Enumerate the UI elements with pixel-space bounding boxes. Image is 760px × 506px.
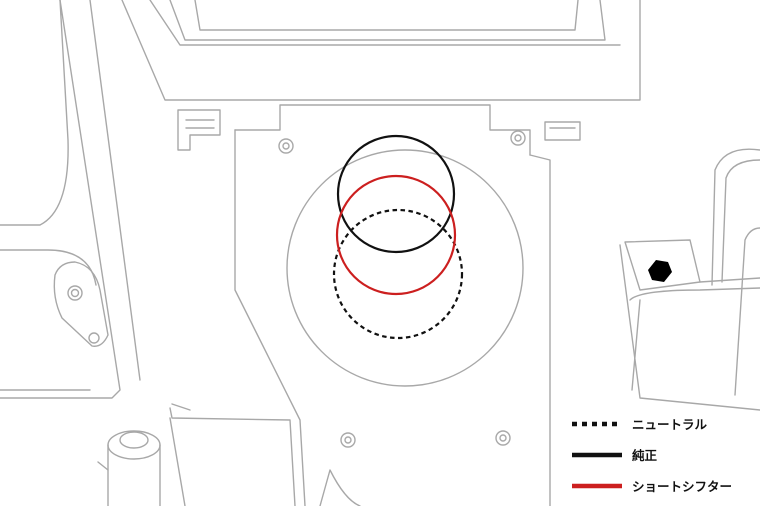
- screw-top-right: [510, 130, 526, 146]
- right-seat-back: [734, 227, 760, 396]
- console-top-inner-edge: [149, 0, 621, 46]
- plate-top-edge: [234, 104, 531, 156]
- right-seat-cushion: [629, 287, 760, 301]
- boot-ring: [286, 149, 524, 387]
- clip-left: [177, 109, 221, 151]
- legend: ニュートラル 純正 ショートシフター: [572, 408, 754, 501]
- right-seat-side: [711, 148, 760, 286]
- legend-swatch-stock: [572, 450, 622, 460]
- left-bracket-bolt-outer: [67, 285, 83, 301]
- cylinder-flange: [97, 461, 109, 471]
- screw-bottom-right-center: [499, 434, 507, 442]
- cylinder-cap: [119, 431, 149, 449]
- screw-top-left: [278, 138, 294, 154]
- console-top-inner-edge-3: [194, 0, 579, 31]
- legend-item-short-shifter: ショートシフター: [572, 470, 754, 501]
- left-inner-edge: [89, 0, 141, 381]
- plate-bottom-lip: [319, 469, 361, 506]
- plate-left-edge: [234, 129, 306, 506]
- left-bracket-pin: [88, 332, 100, 344]
- left-panel-edge: [0, 0, 121, 399]
- screw-top-right-center: [514, 134, 522, 142]
- left-seat-edge: [0, 0, 69, 226]
- neutral-position-circle: [332, 208, 464, 340]
- legend-label-stock: 純正: [632, 448, 658, 463]
- legend-item-stock: 純正: [572, 439, 754, 470]
- screw-bottom-left: [340, 432, 356, 448]
- legend-item-neutral: ニュートラル: [572, 408, 754, 439]
- console-top-frame: [121, 0, 641, 101]
- right-rail-edge: [619, 244, 760, 411]
- short-shifter-position-circle: [335, 174, 457, 296]
- lower-bracket-tab: [171, 403, 191, 411]
- clip-right: [544, 121, 581, 141]
- cylinder-top: [107, 430, 161, 460]
- plate-right-edge: [529, 154, 551, 506]
- left-bracket-bolt-inner: [70, 288, 80, 298]
- console-top-inner-edge-2: [169, 0, 606, 41]
- right-seat-side-inner: [721, 159, 760, 283]
- legend-swatch-neutral: [572, 419, 622, 429]
- legend-label-short-shifter: ショートシフター: [632, 479, 733, 494]
- right-seat-front: [699, 277, 760, 283]
- right-hex-bolt-inner: [655, 264, 668, 278]
- screw-bottom-right: [495, 430, 511, 446]
- screw-top-left-center: [282, 142, 290, 150]
- stock-position-circle: [336, 134, 456, 254]
- legend-label-neutral: ニュートラル: [632, 417, 708, 432]
- screw-bottom-left-center: [344, 436, 352, 444]
- right-seat-lower: [631, 299, 641, 391]
- legend-swatch-short-shifter: [572, 481, 622, 491]
- lower-bracket-top: [169, 407, 296, 506]
- lower-bracket-left: [169, 417, 186, 506]
- clip-left-detail: [185, 119, 215, 129]
- left-lower-edge: [0, 249, 97, 286]
- left-bracket: [53, 261, 109, 347]
